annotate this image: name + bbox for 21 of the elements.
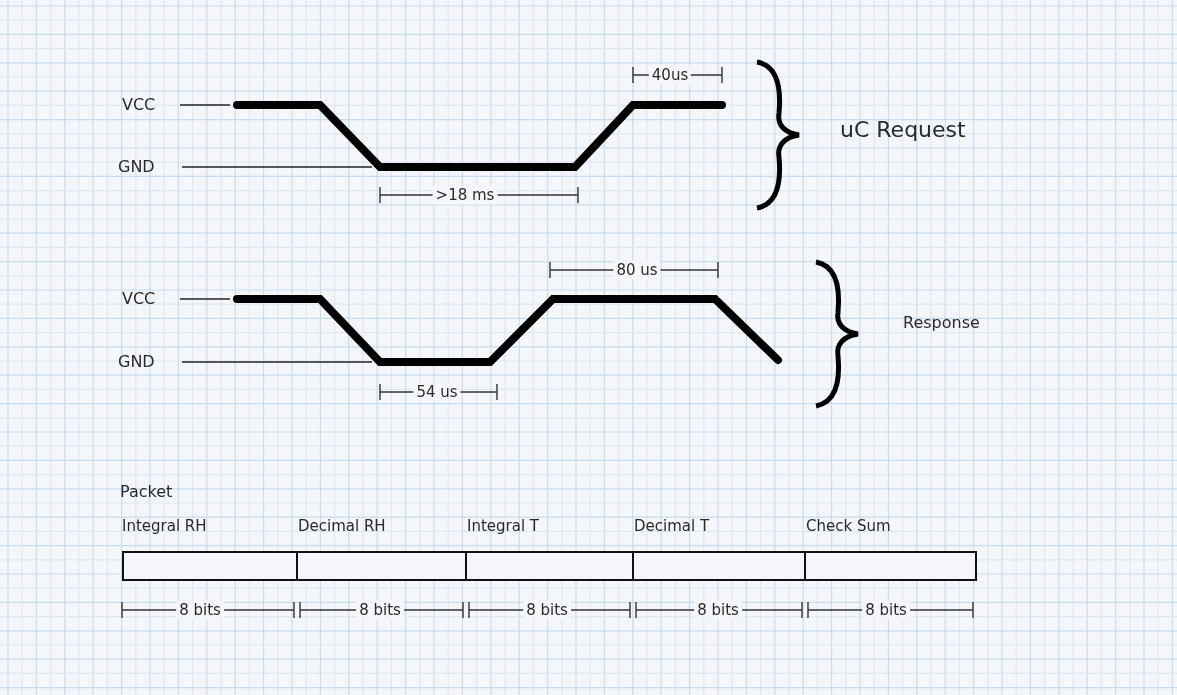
signal-label: GND xyxy=(118,352,155,372)
field-label: Decimal RH xyxy=(298,517,386,535)
duration-label: 80 us xyxy=(613,260,661,280)
field-label: Decimal T xyxy=(634,517,710,535)
bit-width-label: 8 bits xyxy=(176,600,224,620)
duration-label: >18 ms xyxy=(432,185,498,205)
packet-label: Packet xyxy=(120,482,173,502)
signal-label: VCC xyxy=(122,95,156,115)
duration-label: 54 us xyxy=(413,382,461,402)
field-label: Integral RH xyxy=(122,517,207,535)
bit-width-label: 8 bits xyxy=(694,600,742,620)
section-label: uC Request xyxy=(840,117,966,143)
section-label: Response xyxy=(903,313,980,333)
signal-label: VCC xyxy=(122,289,156,309)
field-label: Integral T xyxy=(467,517,540,535)
duration-label: 40us xyxy=(648,65,692,85)
bit-width-label: 8 bits xyxy=(356,600,404,620)
field-label: Check Sum xyxy=(806,517,891,535)
bit-width-label: 8 bits xyxy=(862,600,910,620)
signal-label: GND xyxy=(118,157,155,177)
bit-width-label: 8 bits xyxy=(523,600,571,620)
